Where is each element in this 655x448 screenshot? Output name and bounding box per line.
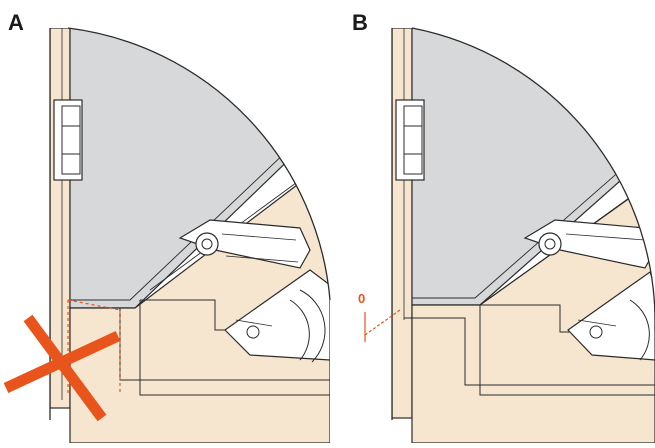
panel-b-illustration [392, 28, 655, 443]
panel-b-hinge-arm [523, 219, 655, 269]
red-cross-icon [3, 314, 121, 422]
panel-a-hinge-arm [178, 219, 311, 269]
panel-b-arc [411, 27, 655, 330]
panel-a-label: A [8, 10, 24, 35]
panel-a-hinge-plate [224, 269, 330, 363]
panel-b-wall-hinge [395, 99, 425, 181]
panel-b-hinge-plate [567, 271, 655, 361]
panel-b-frame-jamb [392, 28, 413, 419]
zero-offset-label: 0 [358, 291, 366, 306]
panel-b-label: B [352, 10, 368, 35]
panel-a-arc [67, 27, 331, 301]
zero-offset-guide [364, 309, 401, 342]
panel-a-wall-hinge [53, 99, 83, 181]
panel-a-illustration [50, 28, 330, 443]
